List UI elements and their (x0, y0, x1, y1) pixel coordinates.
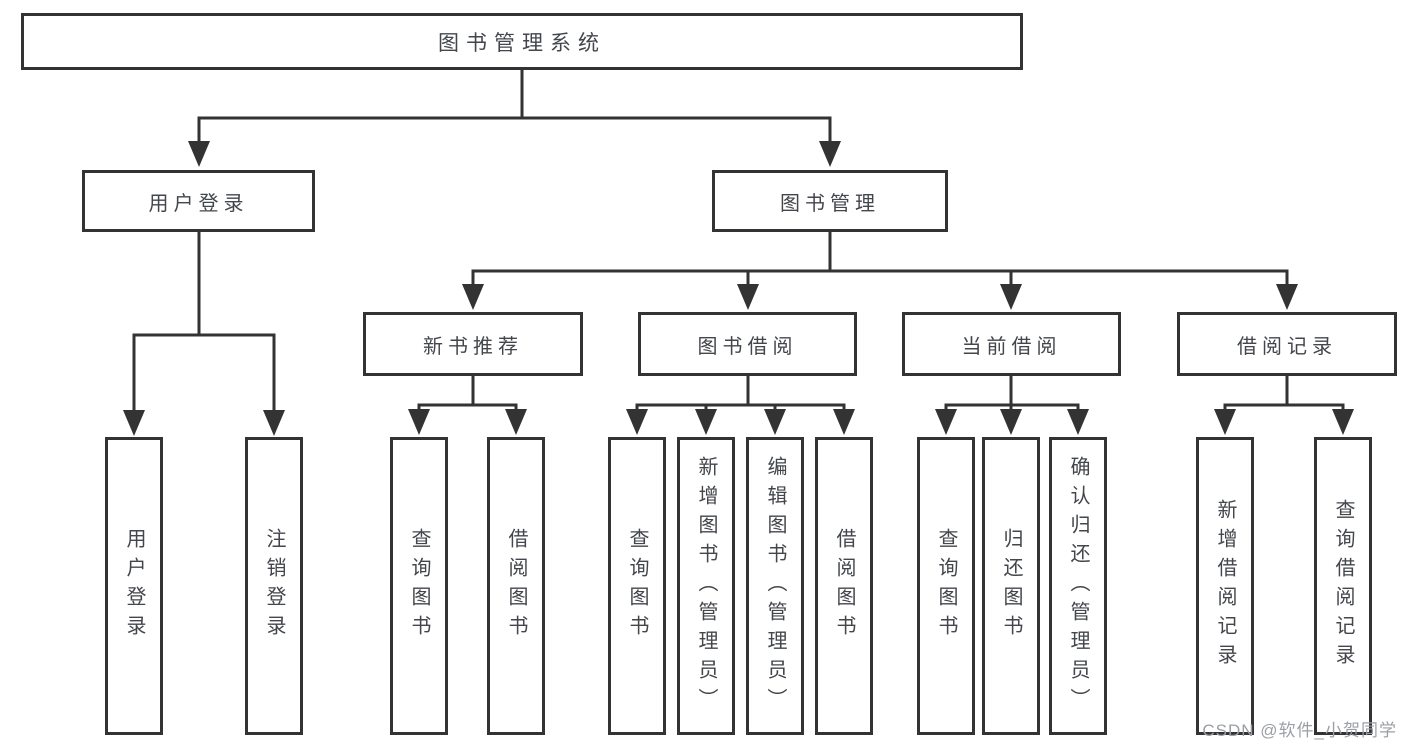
leaf-query-books-borrow: 查询图书 (608, 437, 666, 735)
node-label: 图书管理系统 (438, 31, 606, 55)
leaf-query-books-recommend: 查询图书 (390, 437, 448, 735)
node-new-book-recommend: 新书推荐 (363, 312, 583, 376)
leaf-label: 借阅图书 (505, 528, 527, 644)
leaf-user-login: 用户登录 (105, 437, 163, 735)
node-book-management: 图书管理 (712, 170, 948, 232)
leaf-label: 归还图书 (1000, 528, 1022, 644)
leaf-label: 编辑图书（管理员） (764, 455, 786, 717)
node-book-borrow: 图书借阅 (638, 312, 857, 376)
node-user-login: 用户登录 (82, 170, 315, 232)
leaf-add-borrow-record: 新增借阅记录 (1196, 437, 1254, 735)
leaf-label: 查询图书 (408, 528, 430, 644)
leaf-label: 借阅图书 (833, 528, 855, 644)
leaf-borrow-books-recommend: 借阅图书 (487, 437, 545, 735)
leaf-label: 新增借阅记录 (1214, 499, 1236, 673)
node-library-system-root: 图书管理系统 (21, 13, 1023, 70)
leaf-logout: 注销登录 (245, 437, 303, 735)
leaf-label: 确认归还（管理员） (1067, 455, 1089, 717)
node-label: 图书管理 (780, 192, 880, 215)
node-label: 新书推荐 (423, 335, 523, 358)
leaf-add-book-admin: 新增图书（管理员） (677, 437, 735, 735)
node-label: 用户登录 (148, 192, 249, 215)
leaf-label: 注销登录 (263, 528, 285, 644)
node-label: 借阅记录 (1237, 335, 1337, 358)
leaf-label: 查询图书 (626, 528, 648, 644)
leaf-label: 新增图书（管理员） (695, 455, 717, 717)
node-label: 当前借阅 (961, 335, 1062, 358)
leaf-label: 查询借阅记录 (1332, 499, 1354, 673)
leaf-query-borrow-record: 查询借阅记录 (1314, 437, 1372, 735)
node-borrow-records: 借阅记录 (1177, 312, 1397, 376)
leaf-query-books-current: 查询图书 (917, 437, 975, 735)
leaf-label: 用户登录 (123, 528, 145, 644)
node-label: 图书借阅 (697, 335, 798, 358)
leaf-edit-book-admin: 编辑图书（管理员） (746, 437, 804, 735)
leaf-return-book: 归还图书 (982, 437, 1040, 735)
node-current-borrow: 当前借阅 (902, 312, 1121, 376)
csdn-watermark: CSDN @软件_小贺同学 (1202, 721, 1397, 740)
leaf-label: 查询图书 (935, 528, 957, 644)
leaf-confirm-return-admin: 确认归还（管理员） (1049, 437, 1107, 735)
leaf-borrow-books: 借阅图书 (815, 437, 873, 735)
